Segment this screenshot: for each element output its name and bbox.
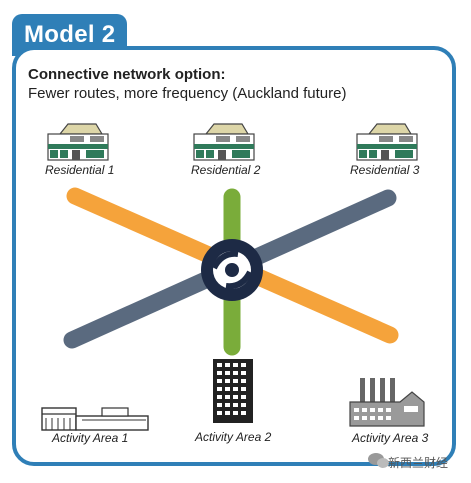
diagram-subheading: Fewer routes, more frequency (Auckland f… — [28, 85, 347, 102]
house-icon — [47, 123, 109, 161]
house-icon — [193, 123, 255, 161]
label-residential-3: Residential 3 — [350, 163, 420, 177]
page-title: Model 2 — [24, 21, 116, 48]
label-residential-1: Residential 1 — [45, 163, 115, 177]
label-residential-2: Residential 2 — [191, 163, 261, 177]
label-activity-area-1: Activity Area 1 — [52, 431, 129, 445]
wechat-icon — [368, 453, 389, 468]
watermark-text: 新西兰财经 — [388, 456, 449, 470]
house-icon — [356, 123, 418, 161]
diagram-heading: Connective network option: — [28, 66, 226, 83]
hub-icon — [201, 239, 263, 301]
label-activity-area-3: Activity Area 3 — [352, 431, 429, 445]
warehouse-icon — [41, 407, 149, 431]
office-building-icon — [213, 359, 253, 423]
label-activity-area-2: Activity Area 2 — [195, 430, 272, 444]
factory-icon — [349, 378, 425, 427]
